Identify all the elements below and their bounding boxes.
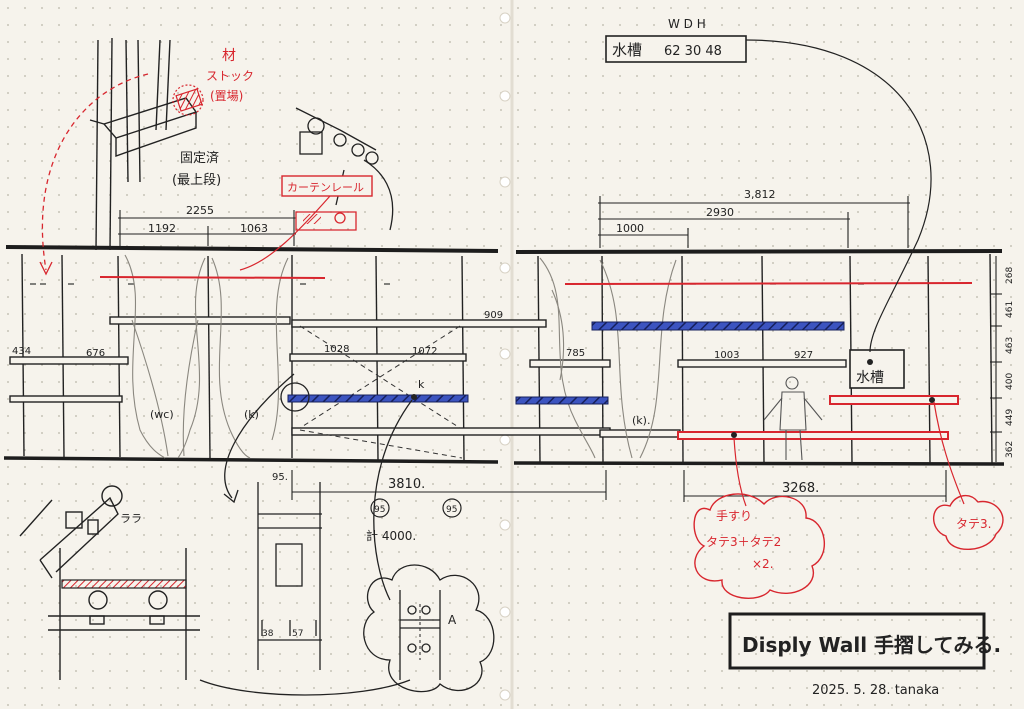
vertical-dims: 268 461 463 400 449 362 bbox=[1005, 267, 1015, 458]
label-k-left: (k) bbox=[244, 408, 259, 421]
tank-leader-line bbox=[745, 39, 932, 353]
dim-shelf-c1: 1028 bbox=[324, 344, 349, 355]
svg-text:463: 463 bbox=[1005, 337, 1015, 354]
spec-values: 62 30 48 bbox=[664, 44, 722, 59]
clamp-detail bbox=[19, 485, 200, 680]
svg-text:461: 461 bbox=[1005, 301, 1015, 318]
dim-shelf-c3: 909 bbox=[484, 310, 503, 321]
dim-shelf-c2: 1072 bbox=[412, 346, 437, 357]
label-tank: 水槽 bbox=[856, 370, 884, 386]
handrail-note-1: 手すり bbox=[716, 509, 752, 523]
dim-shelf-c4: 785 bbox=[566, 348, 585, 359]
dim-shelf-l1: 434 bbox=[12, 346, 31, 357]
circled-95-a: 95 bbox=[374, 505, 385, 515]
blue-rail-lower-left bbox=[287, 394, 469, 403]
red-line-top-left bbox=[99, 276, 326, 279]
binder-holes bbox=[499, 12, 511, 701]
label-k-right: (k). bbox=[632, 414, 650, 427]
dim-right-total: 3,812 bbox=[744, 188, 776, 201]
person-figure bbox=[763, 376, 823, 461]
label-k-mark: k bbox=[418, 378, 425, 391]
label-wc: (wc) bbox=[150, 408, 174, 421]
dim-total-4000: 計 4000. bbox=[366, 528, 416, 543]
dim-left-a: 1192 bbox=[148, 222, 176, 235]
dim-shelf-l2: 676 bbox=[86, 348, 105, 359]
dim-57: 57 bbox=[292, 629, 303, 639]
note-storage: (置場) bbox=[210, 89, 243, 103]
svg-text:268: 268 bbox=[1005, 267, 1015, 284]
dim-right-mid: 2930 bbox=[706, 206, 734, 219]
sketch-title: Disply Wall 手摺してみる. bbox=[742, 633, 1001, 657]
svg-text:449: 449 bbox=[1005, 409, 1015, 426]
label-rara: ララ bbox=[120, 512, 142, 525]
note-fixed: 固定済 bbox=[180, 150, 219, 166]
curtain-rail-label: カーテンレール bbox=[287, 181, 364, 194]
title-box bbox=[728, 612, 986, 670]
cloud-detail bbox=[199, 399, 495, 696]
dim-shelf-r1: 1003 bbox=[714, 350, 739, 361]
curtain-rail-label-box bbox=[281, 175, 373, 197]
tank-box bbox=[849, 349, 905, 389]
red-handrail-upper bbox=[829, 395, 959, 405]
red-cloud-tate3 bbox=[932, 495, 1004, 551]
wall-elevation bbox=[3, 245, 1005, 466]
svg-text:362: 362 bbox=[1005, 441, 1015, 458]
dim-38: 38 bbox=[262, 629, 274, 639]
blue-rail-upper bbox=[591, 321, 845, 331]
dim-bottom-c: 3810. bbox=[388, 477, 425, 492]
section-detail bbox=[223, 373, 322, 670]
signature: 2025. 5. 28. tanaka bbox=[812, 683, 939, 698]
dim-95: 95. bbox=[272, 472, 288, 483]
dim-right-small: 1000 bbox=[616, 222, 644, 235]
text-layer: W D H 水槽 62 30 48 材 ストック (置場) 固定済 (最上段) … bbox=[12, 17, 1015, 698]
note-top-shelf: (最上段) bbox=[172, 173, 221, 188]
red-cloud-handrail bbox=[693, 493, 826, 599]
brace-cross bbox=[299, 325, 463, 459]
curtains bbox=[124, 254, 677, 459]
tate3-note: タテ3. bbox=[956, 517, 991, 531]
pipe-joint-detail bbox=[89, 37, 198, 251]
red-line-top-right bbox=[564, 282, 973, 285]
note-stock: ストック bbox=[206, 69, 254, 83]
handrail-note-2: タテ3＋タテ2 bbox=[706, 535, 781, 549]
dim-left-total: 2255 bbox=[186, 204, 214, 217]
svg-text:400: 400 bbox=[1005, 373, 1015, 390]
note-material: 材 bbox=[222, 48, 236, 64]
circled-95-b: 95 bbox=[446, 505, 457, 515]
spec-name: 水槽 bbox=[612, 41, 642, 59]
blue-rail-lower-right bbox=[515, 396, 609, 405]
dim-left-b: 1063 bbox=[240, 222, 268, 235]
spec-box bbox=[605, 35, 747, 63]
shelves bbox=[9, 316, 847, 438]
spec-header: W D H bbox=[668, 17, 706, 31]
dim-bottom-r: 3268. bbox=[782, 481, 819, 496]
red-handrail-lower bbox=[677, 431, 949, 440]
dim-shelf-r2: 927 bbox=[794, 350, 813, 361]
label-a: A bbox=[448, 613, 457, 627]
handrail-note-3: ×2. bbox=[752, 557, 774, 571]
